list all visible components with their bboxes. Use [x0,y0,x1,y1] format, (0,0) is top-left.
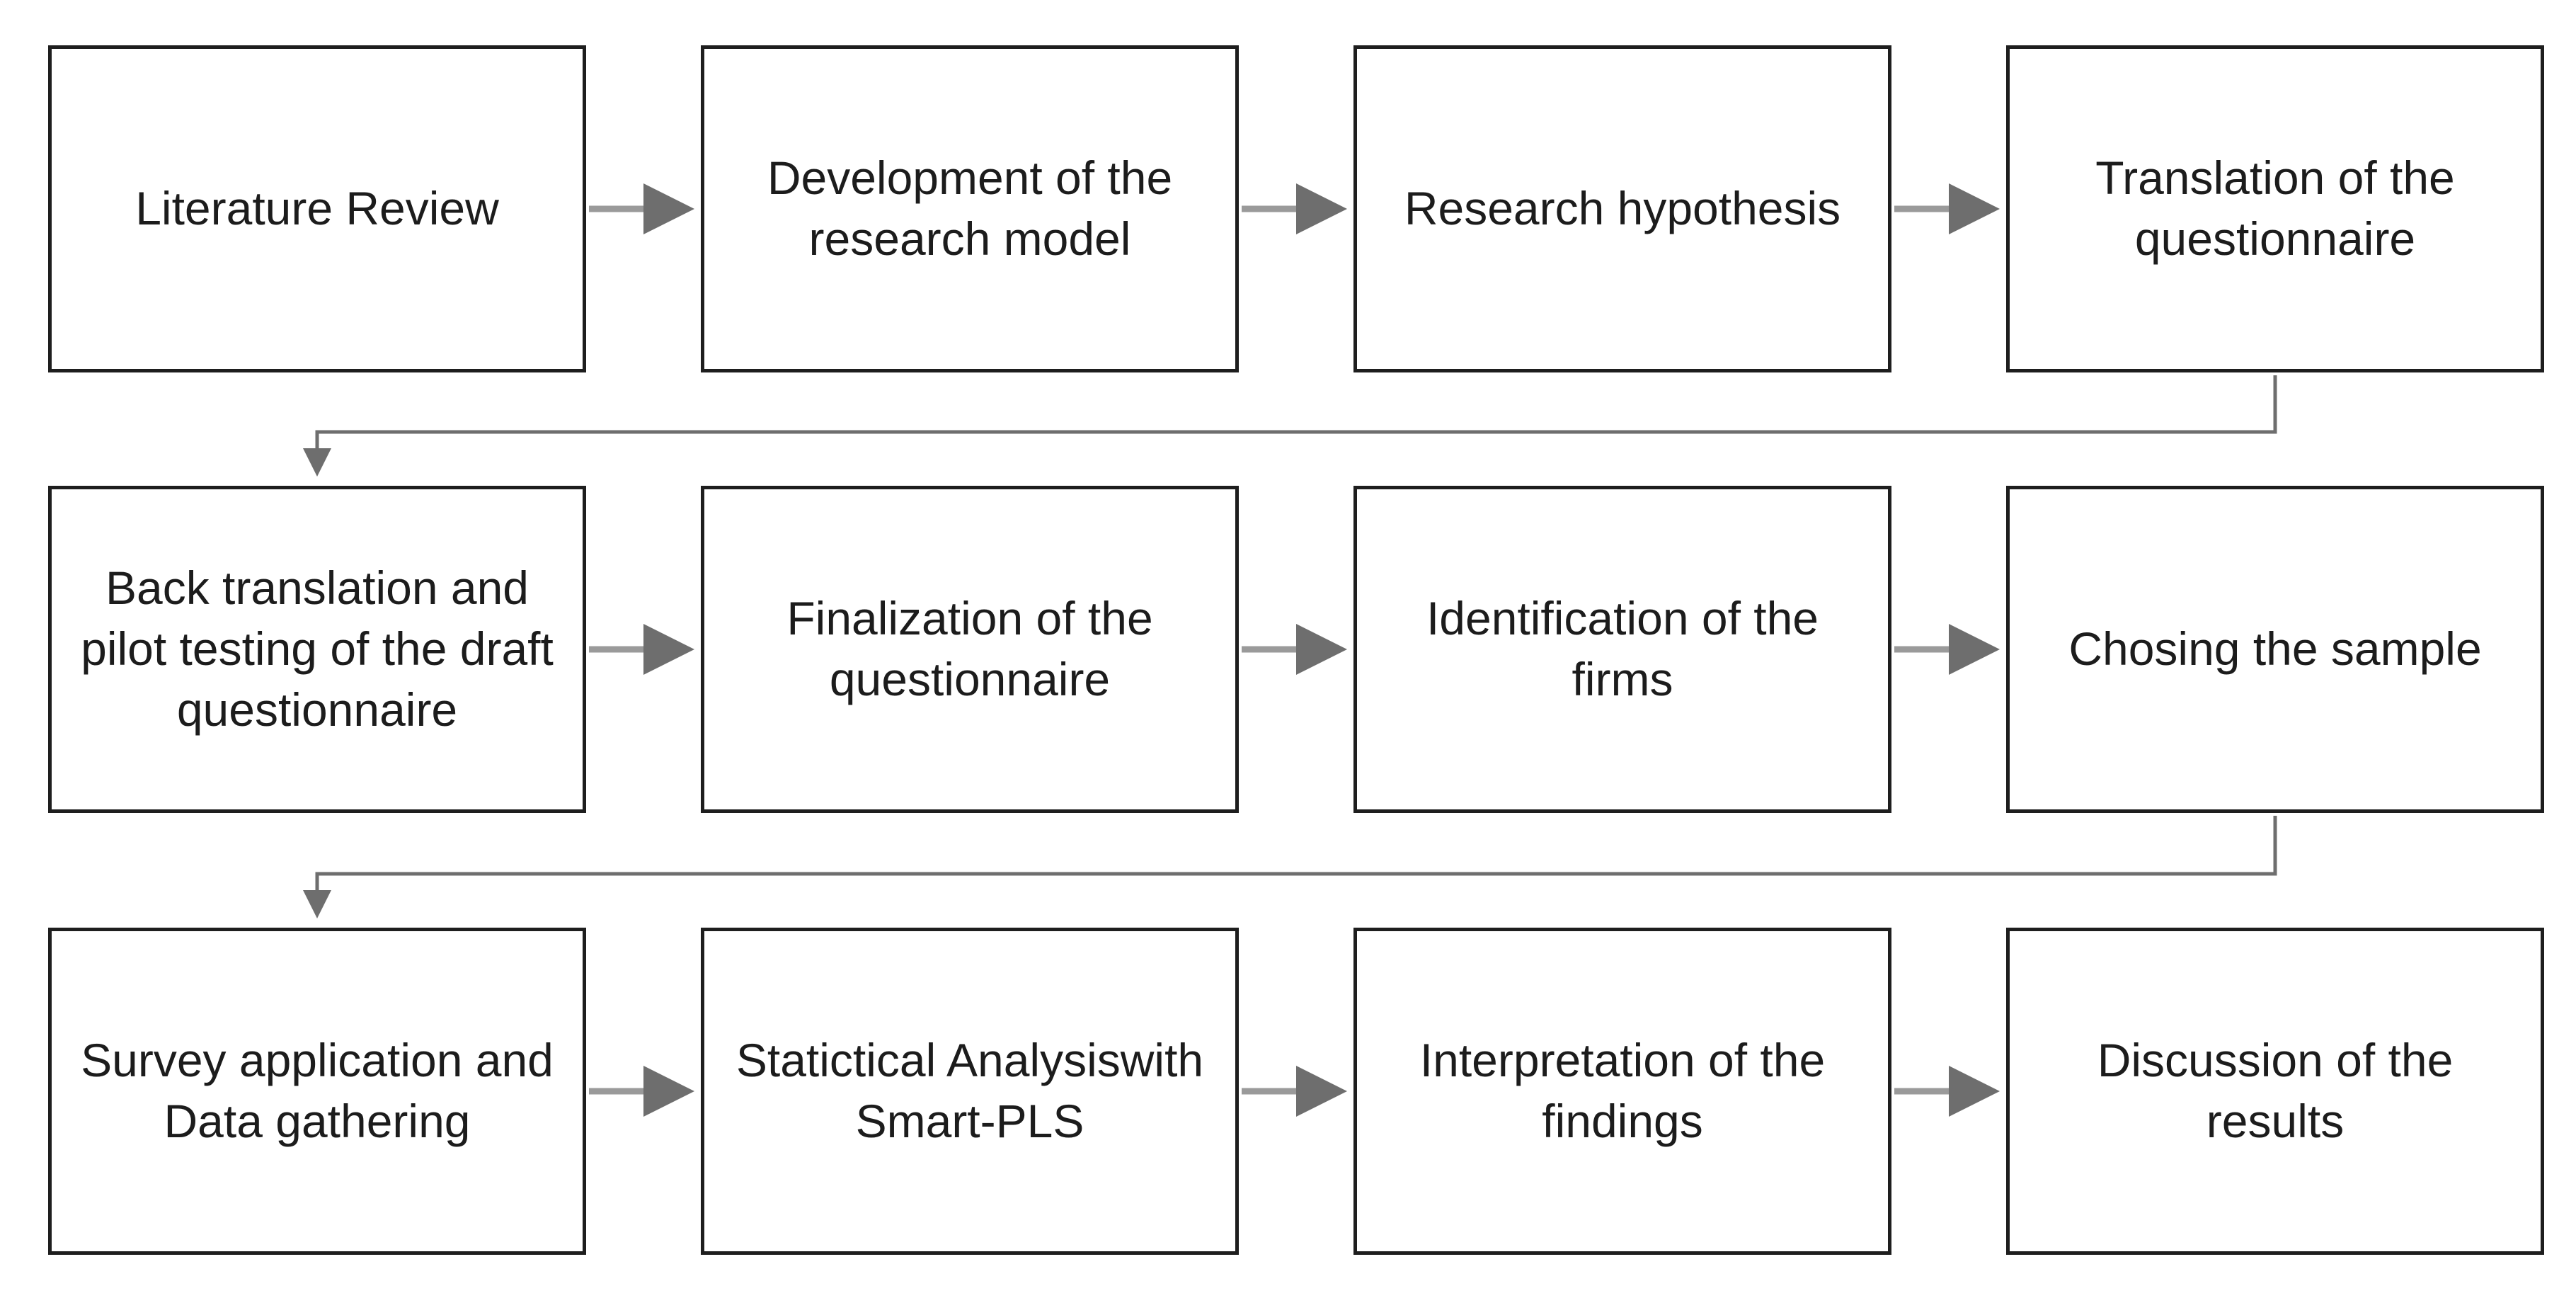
step-questionnaire-translation: Translation of the questionnaire [2006,45,2544,372]
step-sample-selection: Chosing the sample [2006,486,2544,813]
step-research-hypothesis: Research hypothesis [1353,45,1891,372]
step-label: Discussion of the results [2097,1034,2454,1147]
step-label: Research hypothesis [1404,182,1841,235]
step-results-discussion: Discussion of the results [2006,928,2544,1255]
step-label: Statictical Analysiswith Smart-PLS [735,1034,1204,1147]
step-back-translation-pilot: Back translation and pilot testing of th… [48,486,586,813]
step-label: Interpretation of the findings [1419,1034,1826,1147]
connector-row-2-to-row-3 [303,816,2277,918]
step-label: Identification of the firms [1426,592,1819,705]
step-label: Development of the research model [767,152,1173,265]
step-label: Back translation and pilot testing of th… [81,562,554,736]
step-label: Finalization of the questionnaire [786,592,1153,705]
step-firm-identification: Identification of the firms [1353,486,1891,813]
step-research-model-development: Development of the research model [701,45,1239,372]
step-questionnaire-finalization: Finalization of the questionnaire [701,486,1239,813]
step-findings-interpretation: Interpretation of the findings [1353,928,1891,1255]
step-label: Translation of the questionnaire [2095,152,2455,265]
step-label: Survey application and Data gathering [81,1034,554,1147]
step-literature-review: Literature Review [48,45,586,372]
step-survey-data-gathering: Survey application and Data gathering [48,928,586,1255]
step-label: Literature Review [135,182,499,235]
step-label: Chosing the sample [2068,622,2482,676]
step-statistical-analysis: Statictical Analysiswith Smart-PLS [701,928,1239,1255]
connector-row-1-to-row-2 [303,375,2277,477]
